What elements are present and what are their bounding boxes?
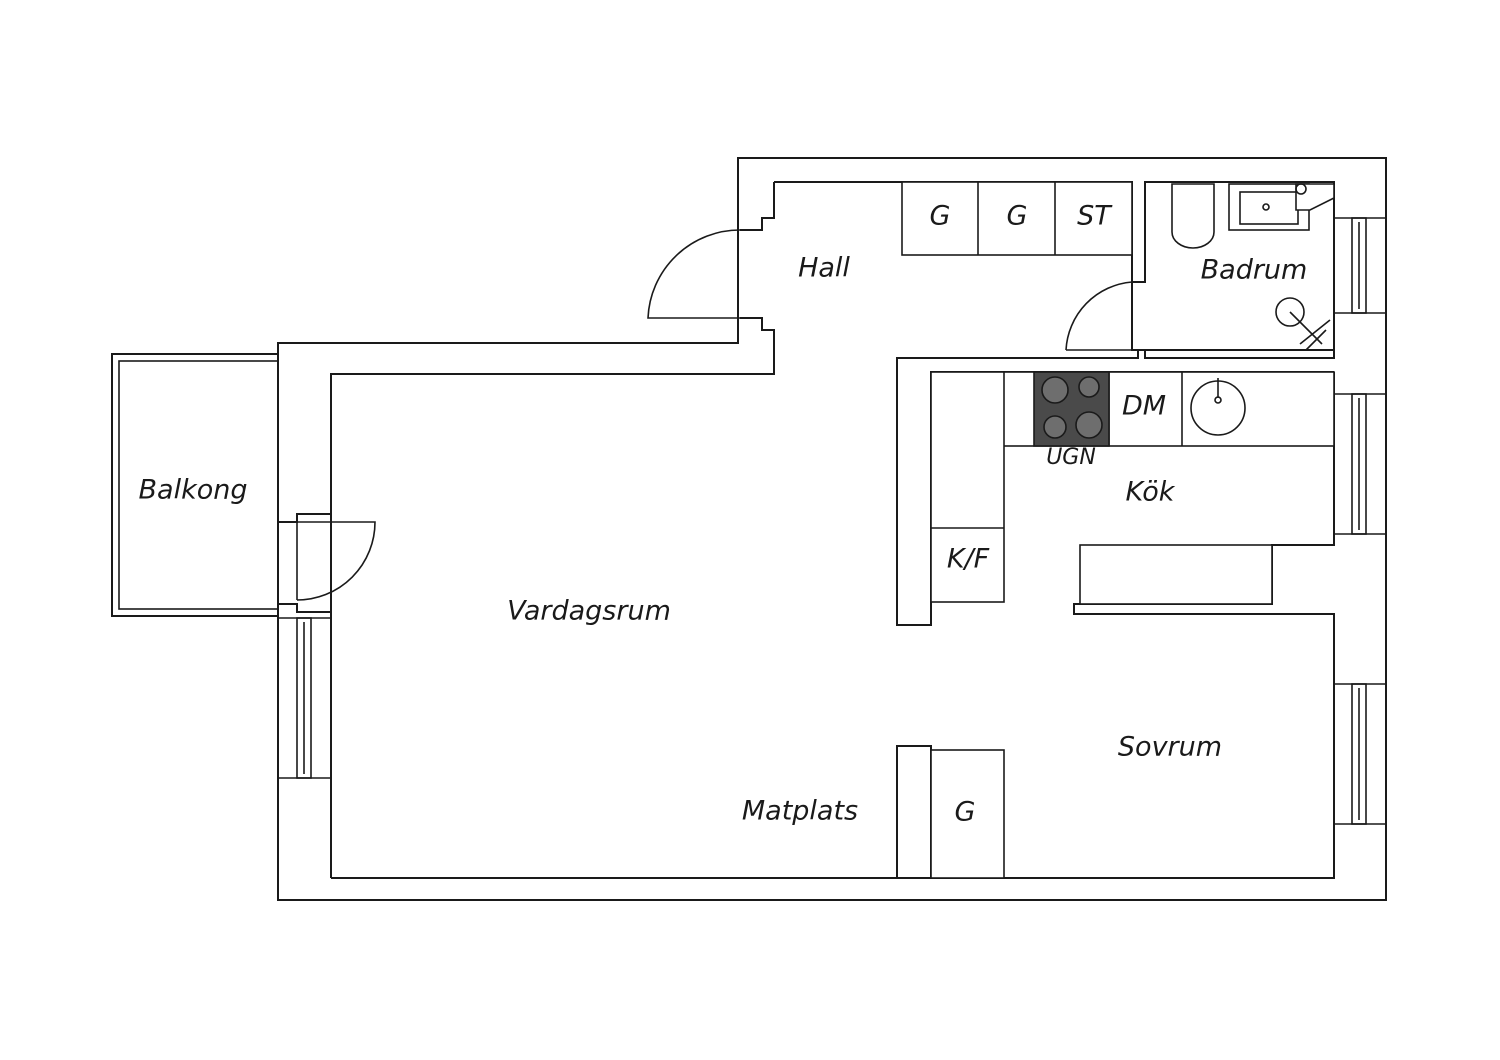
room-label-matplats: Matplats — [742, 796, 858, 827]
fixture-label-wardrobe-1: G — [930, 201, 951, 232]
room-label-vardagsrum: Vardagsrum — [507, 596, 671, 627]
fixture-label-storage: ST — [1077, 201, 1113, 232]
entrance-door[interactable] — [647, 158, 741, 343]
toilet-icon — [1171, 183, 1215, 249]
window-left — [278, 617, 331, 779]
room-label-kok: Kök — [1126, 477, 1176, 508]
room-label-hall: Hall — [798, 253, 850, 284]
fixture-label-wardrobe-2: G — [1007, 201, 1028, 232]
balcony-door[interactable] — [278, 374, 376, 618]
bedroom-wardrobe — [930, 749, 1005, 879]
balcony — [111, 353, 279, 617]
towel-rail-icon — [1295, 183, 1335, 211]
fixture-label-bedroom-wardrobe: G — [955, 797, 976, 828]
shower-icon — [1275, 297, 1305, 327]
room-label-sovrum: Sovrum — [1118, 732, 1222, 763]
room-label-balkong: Balkong — [139, 475, 248, 506]
fixture-label-dishwasher: DM — [1122, 391, 1166, 422]
fixture-label-fridge-freezer: K/F — [947, 544, 990, 575]
hall-wardrobes — [901, 181, 1133, 256]
fixture-label-oven: UGN — [1046, 445, 1096, 470]
windows-right — [1334, 217, 1386, 825]
room-label-badrum: Badrum — [1201, 255, 1308, 286]
bathroom-fixtures — [1171, 183, 1335, 351]
kitchen-sink-icon — [1190, 378, 1246, 436]
hob-icon — [1033, 371, 1110, 447]
kitchen-counters — [930, 371, 1335, 605]
bedroom-partition — [896, 745, 1005, 879]
